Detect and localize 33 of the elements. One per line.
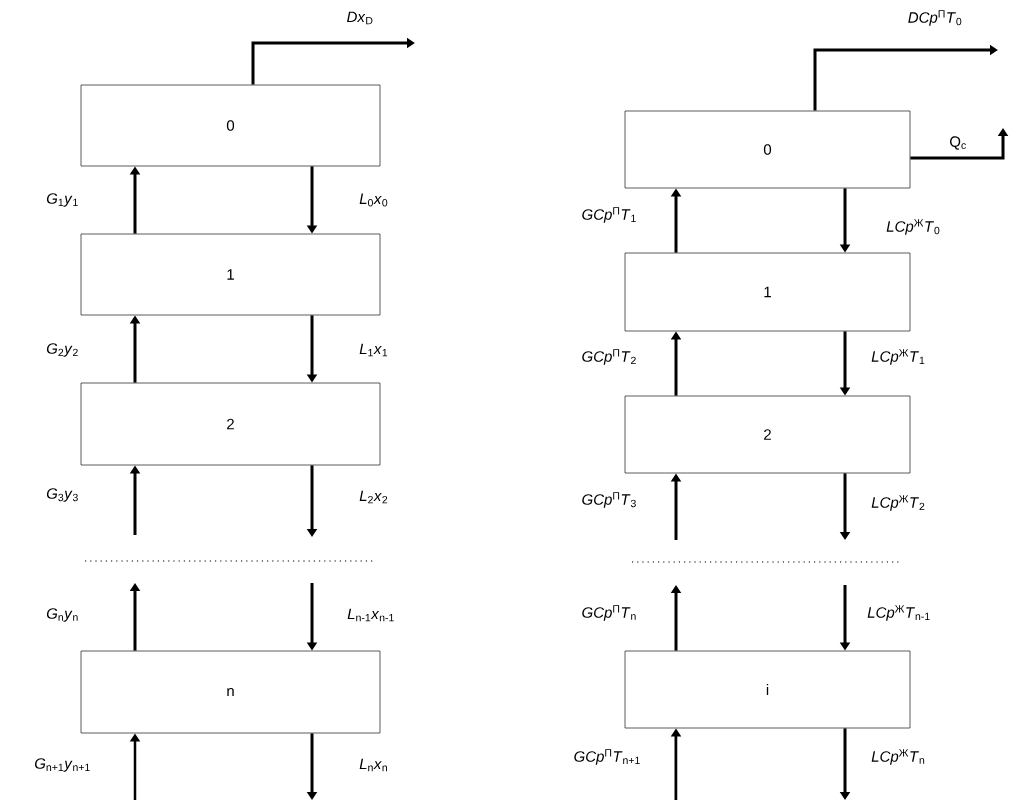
edge-label: L$_{n}$x$_{n}$: [359, 758, 387, 772]
edge-label: GCp$^{П}$T$_{2}$: [582, 349, 636, 365]
stage-box: 2: [624, 395, 911, 474]
edge-label: LCp$^{Ж}$T$_{2}$: [871, 495, 925, 511]
edge-label: LCp$^{Ж}$T$_{1}$: [871, 349, 925, 365]
edge-label: L$_{0}$x$_{0}$: [359, 193, 388, 207]
stage-box: i: [624, 650, 911, 729]
edge-label: G$_{3}$y$_{3}$: [46, 488, 78, 502]
stage-box: 1: [80, 233, 381, 316]
edge-label: GCp$^{П}$T$_{1}$: [582, 207, 636, 223]
edge-label: DCp$^{П}$T$_{0}$: [908, 10, 962, 26]
edge-label: Dx$_{D}$: [347, 11, 373, 25]
edge-label: LCp$^{Ж}$T$_{n}$: [871, 749, 925, 765]
stage-box: 0: [624, 110, 911, 189]
arrow: [813, 44, 998, 111]
edge-label: G$_{n}$y$_{n}$: [46, 608, 78, 622]
edge-label: GCp$^{П}$T$_{n+1}$: [574, 749, 640, 765]
stage-box: 0: [80, 84, 381, 167]
arrow: [251, 37, 415, 85]
edge-label: G$_{2}$y$_{2}$: [46, 343, 78, 357]
stage-box: 1: [624, 252, 911, 332]
edge-label: G$_{n+1}$y$_{n+1}$: [35, 758, 90, 772]
edge-label: Q$_{c}$: [950, 136, 966, 150]
edge-label: GCp$^{П}$T$_{n}$: [582, 605, 636, 621]
edge-label: L$_{1}$x$_{1}$: [359, 343, 388, 357]
edge-label: LCp$^{Ж}$T$_{0}$: [886, 219, 940, 235]
edge-label: LCp$^{Ж}$T$_{n-1}$: [867, 605, 930, 621]
edge-label: G$_{1}$y$_{1}$: [46, 193, 78, 207]
edge-label: GCp$^{П}$T$_{3}$: [582, 492, 636, 508]
stage-box: 2: [80, 382, 381, 466]
edge-label: L$_{2}$x$_{2}$: [359, 490, 388, 504]
edge-label: L$_{n-1}$x$_{n-1}$: [347, 608, 394, 622]
stage-box: n: [80, 650, 381, 734]
